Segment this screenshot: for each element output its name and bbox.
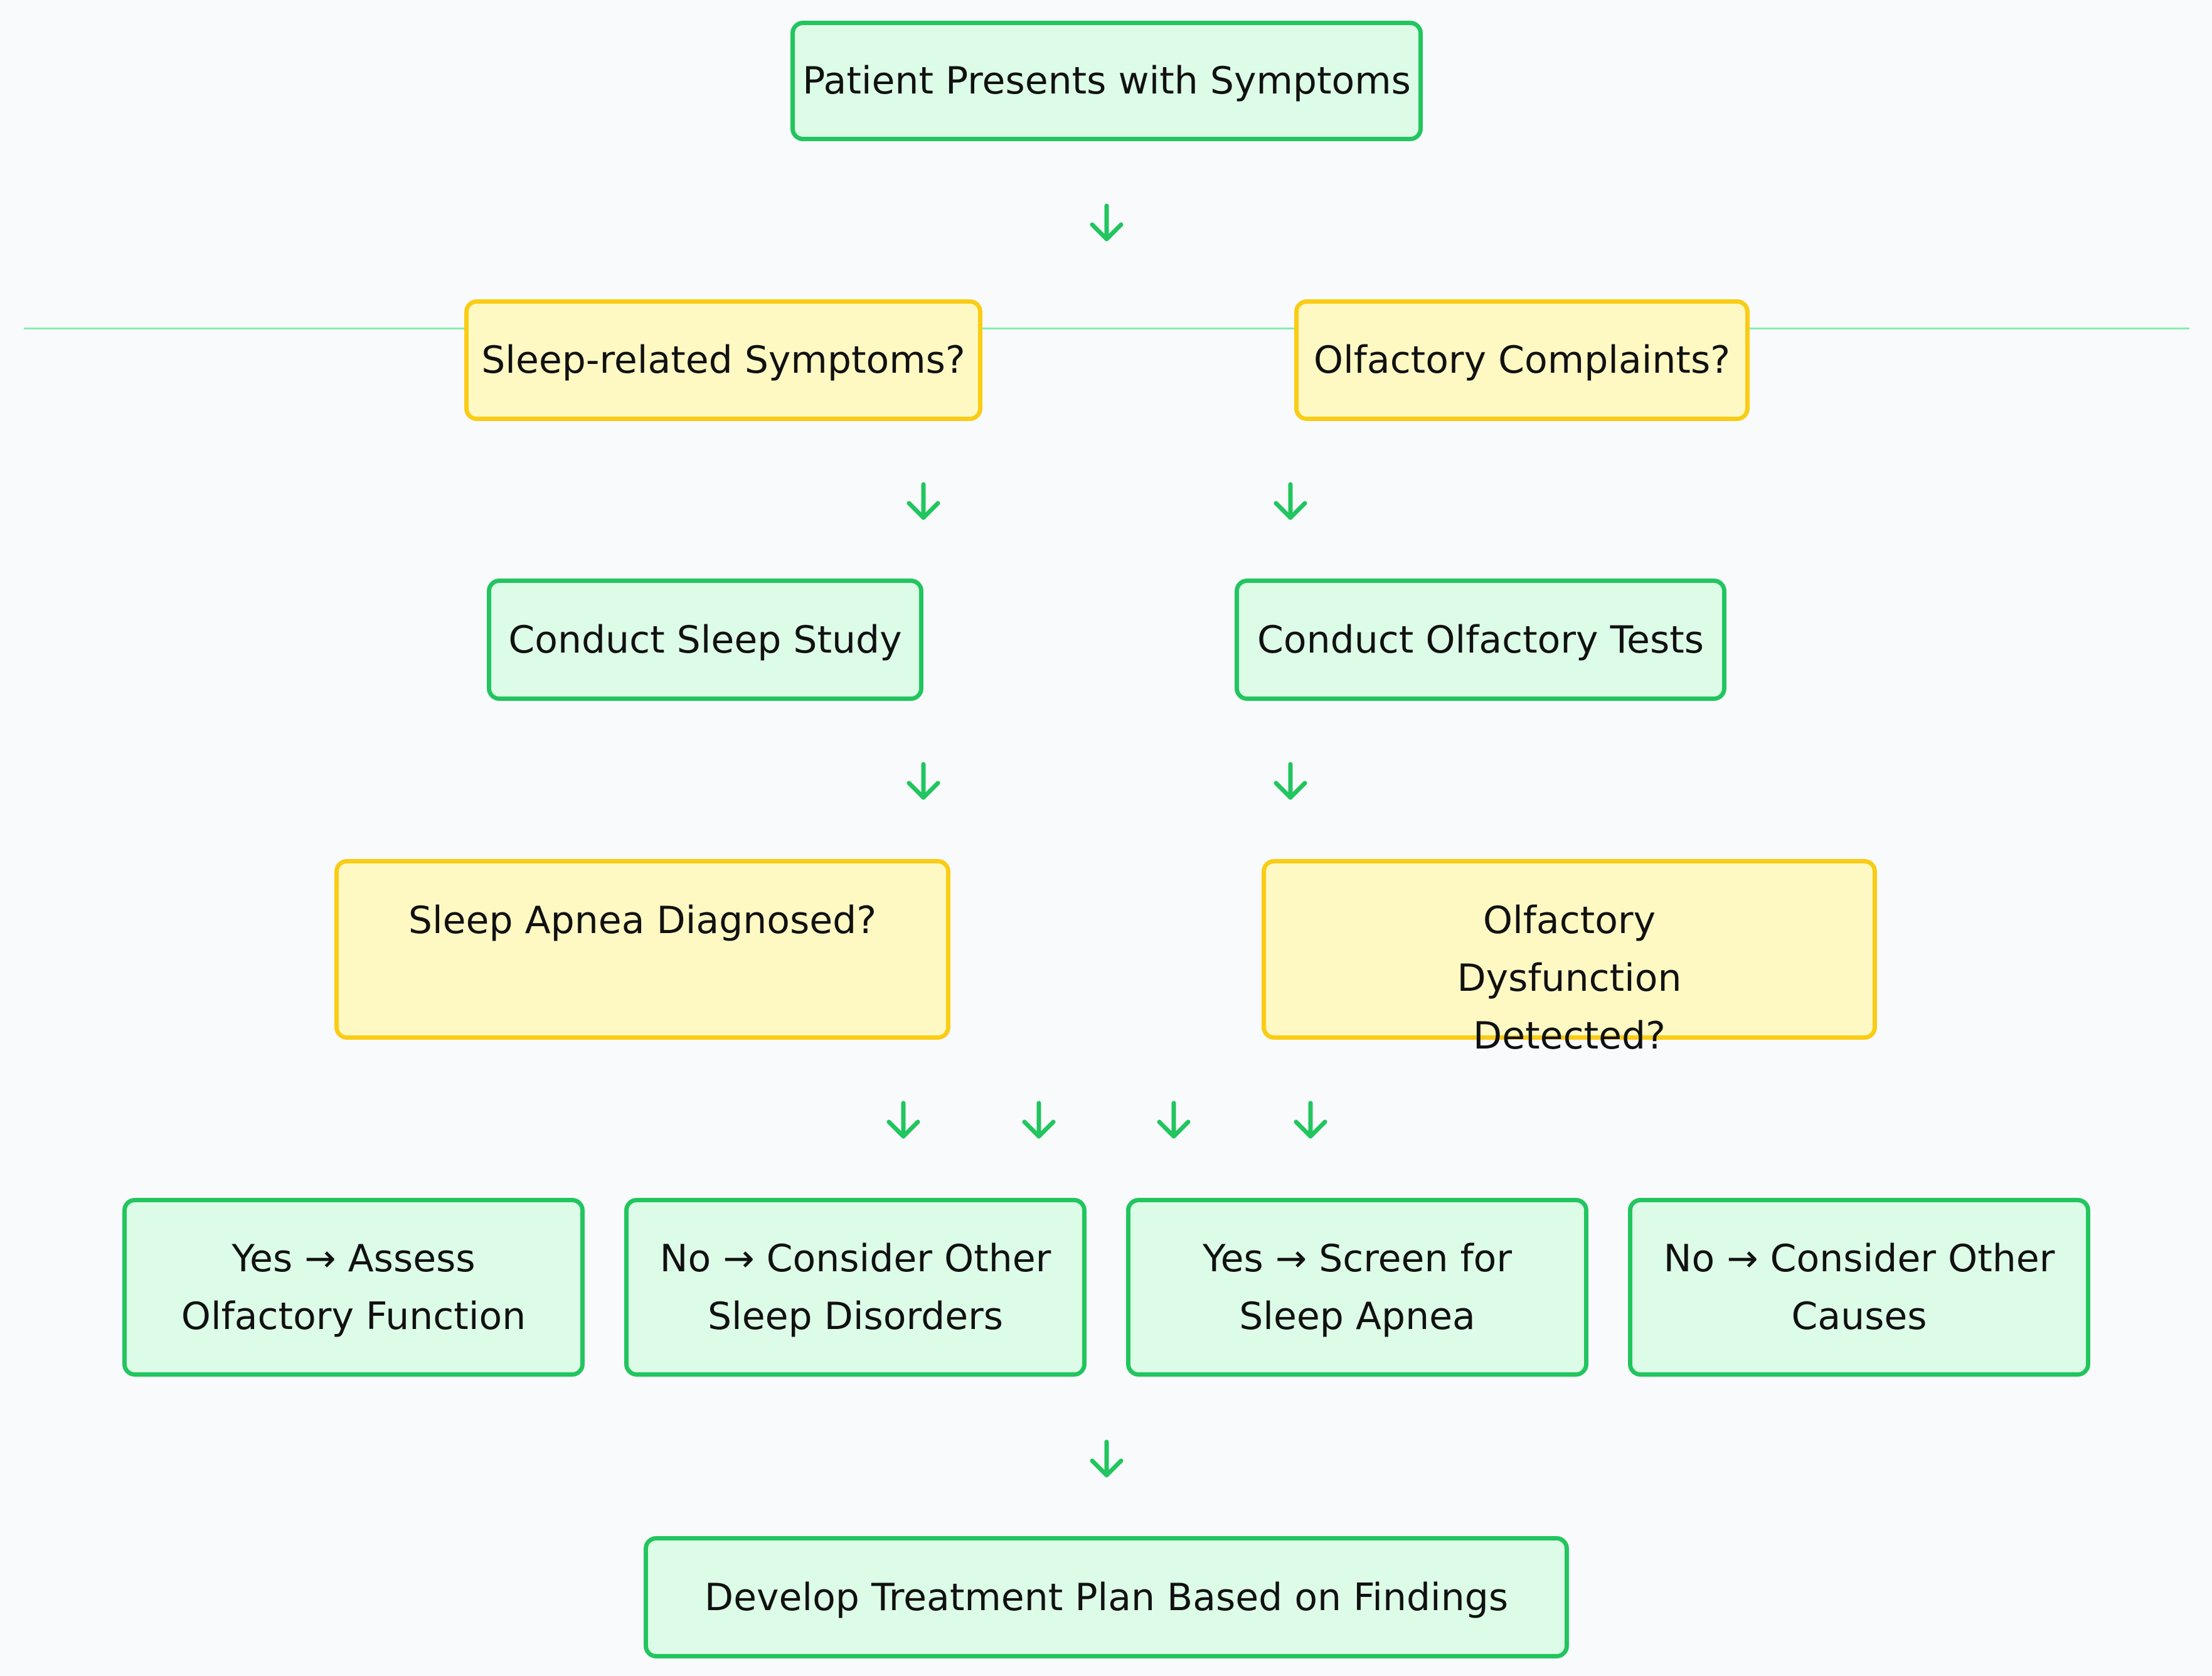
olfactory-tests-node: Conduct Olfactory Tests [1235, 579, 1726, 701]
start-node: Patient Presents with Symptoms [790, 21, 1423, 141]
olfactory-dysfunction-decision: Olfactory Dysfunction Detected? [1262, 859, 1877, 1058]
arrow-down-icon [1294, 1101, 1327, 1139]
sleep-apnea-decision: Sleep Apnea Diagnosed? [334, 859, 950, 1040]
treatment-plan-node: Develop Treatment Plan Based on Findings [644, 1536, 1569, 1658]
arrow-down-icon [886, 1101, 920, 1139]
sleep-symptoms-decision: Sleep-related Symptoms? [464, 299, 982, 421]
sleep-study-node: Conduct Sleep Study [487, 579, 923, 701]
divider-line [24, 328, 2189, 329]
arrow-down-icon [1273, 482, 1307, 520]
start-node-label: Patient Presents with Symptoms [802, 59, 1411, 103]
yes-assess-olfactory-node: Yes → Assess Olfactory Function [122, 1198, 585, 1377]
olfactory-complaints-decision: Olfactory Complaints? [1294, 299, 1750, 421]
no-other-causes-label: No → Consider Other Causes [1663, 1236, 2055, 1338]
treatment-plan-label: Develop Treatment Plan Based on Findings [704, 1575, 1509, 1620]
olfactory-complaints-label: Olfactory Complaints? [1313, 338, 1731, 382]
yes-screen-apnea-node: Yes → Screen for Sleep Apnea [1126, 1198, 1588, 1377]
yes-screen-apnea-label: Yes → Screen for Sleep Apnea [1202, 1236, 1513, 1338]
arrow-down-icon [1157, 1101, 1191, 1139]
sleep-symptoms-label: Sleep-related Symptoms? [481, 338, 965, 382]
sleep-study-label: Conduct Sleep Study [508, 617, 902, 662]
no-other-sleep-node: No → Consider Other Sleep Disorders [624, 1198, 1087, 1377]
arrow-down-icon [907, 482, 940, 520]
arrow-down-icon [907, 762, 940, 800]
olfactory-dysfunction-label: Olfactory Dysfunction Detected? [1457, 899, 1682, 1058]
no-other-causes-node: No → Consider Other Causes [1628, 1198, 2090, 1377]
arrow-down-icon [1090, 1439, 1124, 1478]
arrow-down-icon [1273, 762, 1307, 800]
no-other-sleep-label: No → Consider Other Sleep Disorders [659, 1236, 1051, 1338]
arrow-down-icon [1090, 203, 1124, 242]
arrow-down-icon [1022, 1101, 1056, 1139]
yes-assess-olfactory-label: Yes → Assess Olfactory Function [181, 1236, 526, 1338]
olfactory-tests-label: Conduct Olfactory Tests [1257, 617, 1704, 662]
sleep-apnea-label: Sleep Apnea Diagnosed? [408, 899, 877, 942]
